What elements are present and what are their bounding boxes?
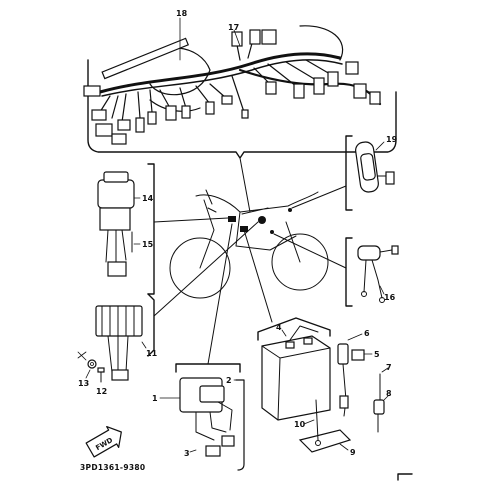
leader-rectifier-bike [153,221,259,317]
nut [87,359,97,369]
leader-19 [375,141,385,151]
leader-grip-bike [291,185,347,209]
leader-10 [303,419,315,425]
leader-17 [233,29,241,47]
fuse [373,373,385,433]
lead-wire [315,399,321,446]
leader-4 [281,329,287,337]
leader-13 [85,369,91,379]
battery-lead [337,343,349,417]
wire-harness [83,25,397,159]
leader-8 [383,395,389,401]
fuse-holder [351,349,365,361]
bike-part-grip [288,208,292,212]
grip-switch [355,141,395,193]
callout-7: 7 [386,363,392,372]
battery-band [298,429,352,453]
callout-14: 14 [142,194,154,203]
leader-16 [379,285,385,295]
relay [357,245,399,303]
bracket-tick [77,351,87,361]
bracket-battery [257,317,331,341]
rectifier-regulator [95,305,143,381]
leader-11 [141,341,147,349]
fwd-arrow: FWD [85,426,122,458]
callout-18: 18 [176,9,188,18]
battery [261,325,331,421]
callout-11: 11 [146,349,158,358]
cdi-unit [179,377,235,457]
callout-12: 12 [96,387,107,396]
leader-7 [381,367,389,373]
callout-4: 4 [276,323,282,332]
clamp [235,379,245,471]
bracket-relay [345,237,353,307]
bike-part-relay [270,230,274,234]
fwd-label: FWD [94,436,114,452]
figure-code: 3PD1361-9380 [80,463,145,472]
callout-6: 6 [364,329,370,338]
bike-part-cdi [228,216,236,222]
bracket-main-switch [147,163,155,295]
bolt [97,367,105,383]
leader-battery-bike [243,229,273,323]
callout-8: 8 [386,389,392,398]
callout-15: 15 [142,240,154,249]
callout-16: 16 [384,293,396,302]
leader-relay-bike [273,233,347,269]
bike-part-regulator [258,216,266,224]
main-switch [97,171,135,277]
bracket-rectifier [147,293,155,357]
callout-1: 1 [152,394,158,403]
callout-3: 3 [184,449,190,458]
bracket-cdi [175,363,241,373]
callout-9: 9 [350,448,356,457]
leader-cdi-bike [207,223,233,365]
leader-harness-bike [239,157,251,213]
motorcycle-outline [169,189,329,299]
callout-13: 13 [78,379,89,388]
leader-main-switch-bike [153,217,229,223]
leader-9 [339,443,349,451]
bracket-grip [345,135,353,211]
callout-10: 10 [294,420,306,429]
callout-2: 2 [226,376,232,385]
callout-5: 5 [374,350,380,359]
leader-3 [189,449,197,453]
callout-19: 19 [386,135,398,144]
callout-17: 17 [228,23,239,32]
corner-mark [397,473,413,481]
leader-6 [347,333,363,341]
bike-part-battery [240,226,248,232]
